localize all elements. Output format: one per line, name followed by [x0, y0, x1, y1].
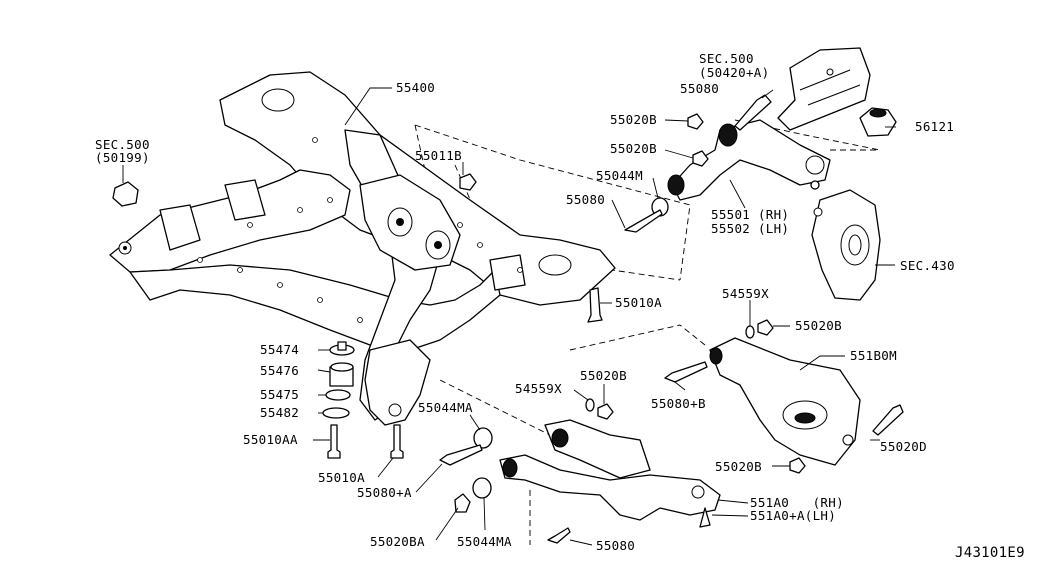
label-sec500-left: SEC.500: [95, 137, 150, 152]
label-55044ma-1: 55044MA: [418, 400, 473, 415]
label-55502: 55502 (LH): [711, 221, 789, 236]
label-551a0a: 551A0+A(LH): [750, 508, 836, 523]
label-sec500-top-sub: (50420+A): [699, 65, 769, 80]
label-55475: 55475: [260, 387, 299, 402]
label-55010a-low: 55010A: [318, 470, 365, 485]
label-54559x-mid: 54559X: [515, 381, 562, 396]
leader-lines: [122, 87, 896, 546]
label-55011b: 55011B: [415, 148, 462, 163]
label-55020b-right: 55020B: [795, 318, 842, 333]
label-55476: 55476: [260, 363, 299, 378]
label-55080-bottom: 55080: [596, 538, 635, 553]
label-55020b-low: 55020B: [715, 459, 762, 474]
insulator-56121: [859, 107, 897, 137]
label-55400: 55400: [396, 80, 435, 95]
label-55020ba: 55020BA: [370, 534, 425, 549]
label-55501: 55501 (RH): [711, 207, 789, 222]
knuckle-sec430: [811, 189, 881, 301]
part-labels: 55400 SEC.500 (50420+A) 56121 55080 5502…: [95, 51, 1025, 561]
label-sec430: SEC.430: [900, 258, 955, 273]
label-55080-mid: 55080: [566, 192, 605, 207]
label-55474: 55474: [260, 342, 299, 357]
upper-link-55501: [667, 119, 831, 201]
label-55080-top: 55080: [680, 81, 719, 96]
label-55044m: 55044M: [596, 168, 643, 183]
label-551b0m: 551B0M: [850, 348, 897, 363]
label-55020d: 55020D: [880, 439, 927, 454]
label-55482: 55482: [260, 405, 299, 420]
label-56121: 56121: [915, 119, 954, 134]
label-55010aa: 55010AA: [243, 432, 298, 447]
label-55044ma-2: 55044MA: [457, 534, 512, 549]
label-55010a-mid: 55010A: [615, 295, 662, 310]
label-55020b-mid: 55020B: [580, 368, 627, 383]
label-54559x-right: 54559X: [722, 286, 769, 301]
label-55020b-2: 55020B: [610, 141, 657, 156]
label-55080b: 55080+B: [651, 396, 706, 411]
lower-arm-551a0: [499, 419, 721, 528]
label-551a0: 551A0 (RH): [750, 495, 844, 510]
lower-arm-551b0m: [709, 337, 861, 466]
label-55080a: 55080+A: [357, 485, 412, 500]
subframe-55400: [109, 71, 616, 426]
label-sec500-left-sub: (50199): [95, 150, 150, 165]
engine-mount-bracket: [777, 47, 871, 131]
label-sec500-top: SEC.500: [699, 51, 754, 66]
label-55020b-1: 55020B: [610, 112, 657, 127]
hardware-parts: [112, 94, 904, 544]
diagram-id: J43101E9: [955, 545, 1025, 561]
